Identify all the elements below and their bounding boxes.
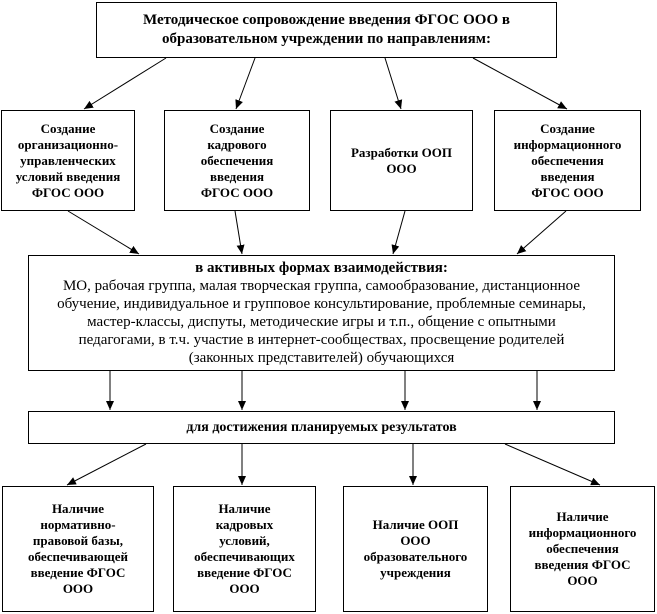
result-box-information: Наличие информационного обеспечения введ… (510, 486, 655, 612)
interaction-forms-box: в активных формах взаимодействия: МО, ра… (28, 255, 615, 371)
arrow-goal-to-res-3 (504, 443, 601, 486)
direction-box-staffing: Создание кадрового обеспечения введения … (164, 110, 310, 211)
direction-label: Разработки ООП ООО (350, 144, 452, 176)
direction-box-information: Создание информационного обеспечения вве… (494, 110, 641, 211)
arrow-title-to-dir-0 (83, 57, 167, 110)
direction-box-oop-development: Разработки ООП ООО (330, 110, 473, 211)
result-label: Наличие нормативно- правовой базы, обесп… (28, 501, 128, 596)
arrow-dir-2-to-forms (391, 210, 406, 255)
diagram-title-box: Методическое сопровождение введения ФГОС… (96, 2, 557, 58)
arrow-dir-3-to-forms (516, 210, 567, 255)
goal-label: для достижения планируемых результатов (186, 419, 457, 435)
interaction-forms-heading: в активных формах взаимодействия: (195, 260, 448, 276)
direction-label: Создание организационно- управленческих … (15, 120, 121, 200)
arrow-title-to-dir-1 (235, 57, 256, 110)
result-label: Наличие кадровых условий, обеспечивающих… (194, 501, 295, 596)
arrow-dir-0-to-forms (67, 210, 140, 255)
arrow-goal-to-res-0 (66, 443, 147, 486)
arrow-dir-1-to-forms (234, 210, 245, 255)
result-box-oop: Наличие ООП ООО образовательного учрежде… (343, 486, 488, 612)
direction-box-organizational: Создание организационно- управленческих … (1, 110, 135, 211)
result-label: Наличие информационного обеспечения введ… (528, 509, 637, 588)
result-box-regulatory: Наличие нормативно- правовой базы, обесп… (2, 486, 154, 612)
result-label: Наличие ООП ООО образовательного учрежде… (363, 517, 468, 580)
direction-label: Создание кадрового обеспечения введения … (200, 120, 274, 200)
goal-box: для достижения планируемых результатов (28, 411, 615, 444)
arrow-title-to-dir-2 (384, 57, 403, 110)
arrow-title-to-dir-3 (472, 57, 568, 110)
diagram-title: Методическое сопровождение введения ФГОС… (142, 12, 510, 47)
direction-label: Создание информационного обеспечения вве… (513, 120, 622, 200)
result-box-staffing: Наличие кадровых условий, обеспечивающих… (173, 486, 316, 612)
interaction-forms-text: МО, рабочая группа, малая творческая гру… (57, 278, 586, 366)
